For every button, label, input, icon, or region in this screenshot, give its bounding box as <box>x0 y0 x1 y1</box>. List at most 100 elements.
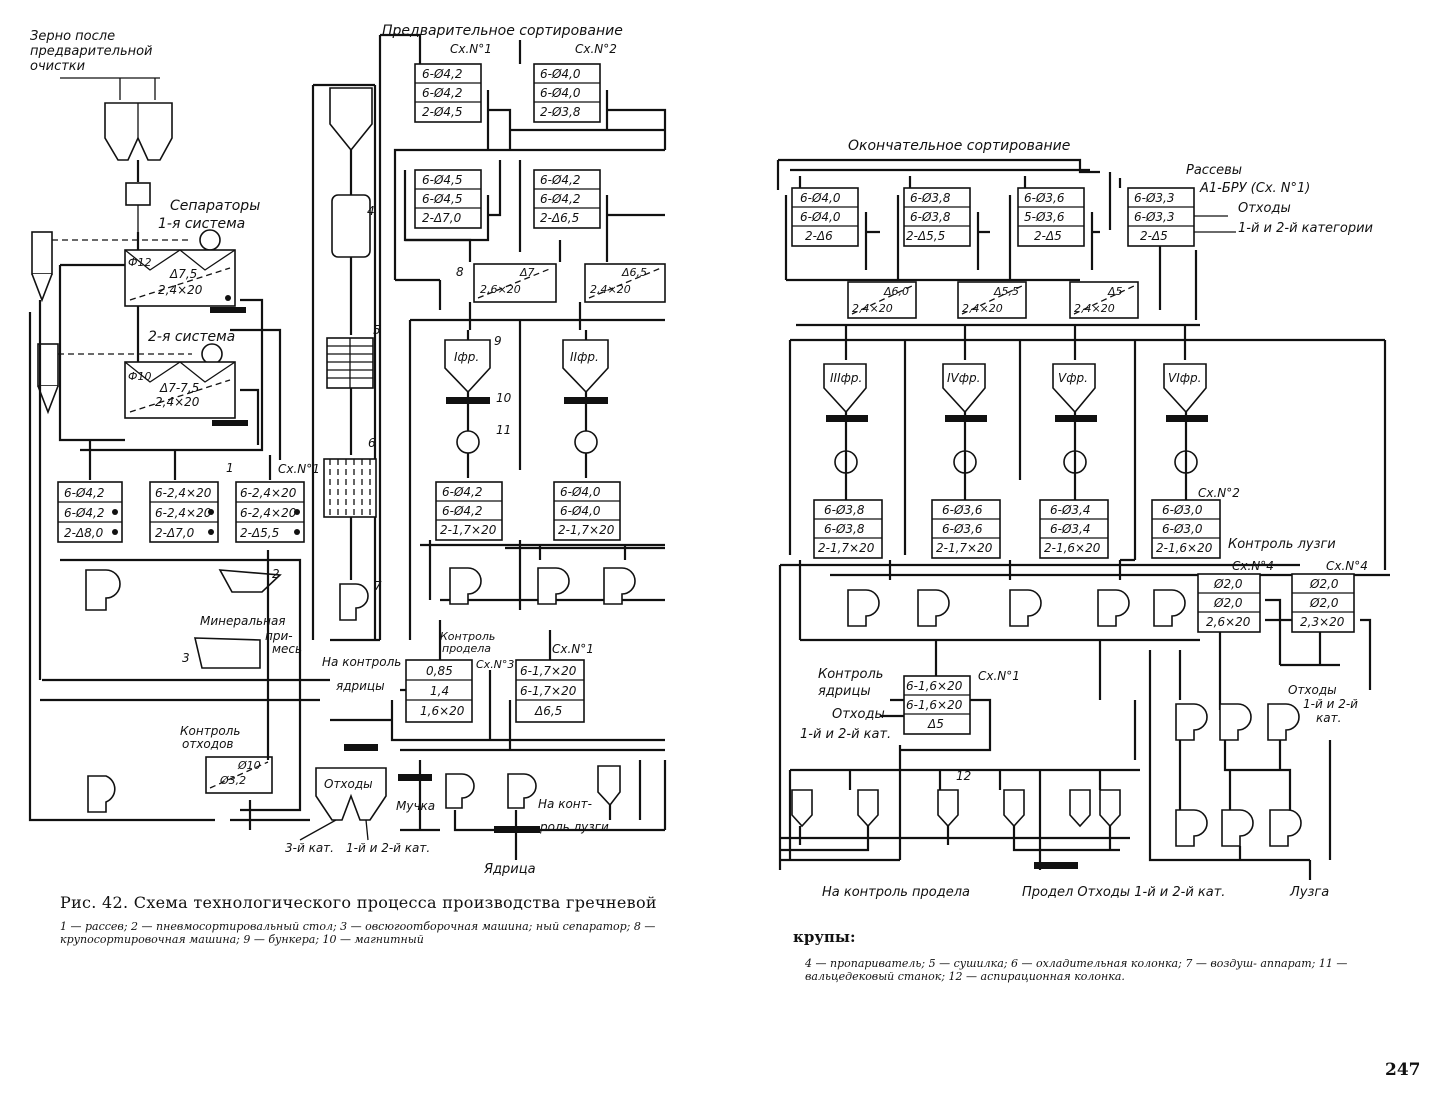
label-7: 7 <box>374 579 382 593</box>
svg-text:6-Ø4,2: 6-Ø4,2 <box>442 504 483 518</box>
svg-text:2-Δ7,0: 2-Δ7,0 <box>422 211 462 225</box>
fan-1-icon <box>199 229 221 251</box>
waste-out-2: 1-й и 2-й категории <box>1238 221 1373 236</box>
svg-text:6-Ø4,0: 6-Ø4,0 <box>540 86 581 100</box>
svg-text:Vфр.: Vфр. <box>1058 371 1088 385</box>
svg-text:2-1,6×20: 2-1,6×20 <box>1156 541 1213 555</box>
wild-oat-machine <box>193 637 261 669</box>
sifter-box-2: 6-2,4×20 6-2,4×20 2-Δ7,0 <box>149 481 219 543</box>
svg-text:6-Ø4,2: 6-Ø4,2 <box>540 192 581 206</box>
svg-text:2-1,7×20: 2-1,7×20 <box>818 541 875 555</box>
aspiration-column-left <box>597 765 621 807</box>
huller-1 <box>456 430 480 454</box>
asp-column-4 <box>1003 789 1025 828</box>
presort-title: Предварительное сортирование <box>382 23 623 39</box>
asp-column-2 <box>857 789 879 828</box>
out-right: Лузга <box>1289 885 1329 900</box>
waste-right-2: 1-й и 2-й <box>1303 697 1358 711</box>
svg-text:6-2,4×20: 6-2,4×20 <box>240 506 297 520</box>
right-scheme: Окончательное сортирование Рассевы А1-БР… <box>776 138 1390 900</box>
asp-column-6 <box>1099 789 1121 828</box>
steamer <box>331 194 371 258</box>
svg-text:2-Δ6,5: 2-Δ6,5 <box>540 211 579 225</box>
separators-label: Сепараторы <box>170 198 260 214</box>
waste-control-label-2: отходов <box>182 737 234 751</box>
page-number: 247 <box>1385 1060 1421 1080</box>
frac-sifter-4: 6-Ø3,6 6-Ø3,6 2-1,7×20 <box>931 499 1001 559</box>
svg-text:1,4: 1,4 <box>430 684 449 698</box>
figure-caption: Рис. 42. Схема технологического процесса… <box>60 893 657 912</box>
bin-fraction-3: IIIфр. <box>823 363 867 414</box>
sep2-phi: Ф10 <box>128 370 151 383</box>
svg-text:2-Δ5: 2-Δ5 <box>1140 229 1168 243</box>
presort-box-a: 6-Ø4,2 6-Ø4,2 2-Ø4,5 <box>414 63 482 123</box>
svg-text:6-Ø3,6: 6-Ø3,6 <box>1024 191 1065 205</box>
scale-unit <box>125 182 151 206</box>
fraction2-sifter: 6-Ø4,0 6-Ø4,0 2-1,7×20 <box>553 481 621 541</box>
system2-label: 2-я система <box>148 329 235 345</box>
svg-text:Δ6,5: Δ6,5 <box>621 266 647 279</box>
svg-text:VIфр.: VIфр. <box>1168 371 1201 385</box>
svg-text:0,85: 0,85 <box>426 664 453 678</box>
grader-8-left: Δ7 2,6×20 <box>473 263 557 303</box>
svg-text:1,6×20: 1,6×20 <box>420 704 465 718</box>
svg-text:Δ5: Δ5 <box>927 717 944 731</box>
svg-text:6-Ø3,4: 6-Ø3,4 <box>1050 503 1091 517</box>
svg-text:IIIфр.: IIIфр. <box>830 371 862 385</box>
svg-text:6-Ø4,2: 6-Ø4,2 <box>422 67 463 81</box>
svg-text:Ø2,0: Ø2,0 <box>1213 596 1243 610</box>
svg-text:6-Ø3,8: 6-Ø3,8 <box>824 522 865 536</box>
grain-input-label-1: Зерно после <box>30 29 115 44</box>
fan-2-icon <box>201 343 223 365</box>
svg-text:6-Ø4,0: 6-Ø4,0 <box>540 67 581 81</box>
kernel-control-sifter: 0,85 1,4 1,6×20 <box>405 659 473 723</box>
svg-text:6-Ø4,2: 6-Ø4,2 <box>64 506 105 520</box>
out-left: На контроль продела <box>822 885 970 900</box>
sifter-box-1: 6-Ø4,2 6-Ø4,2 2-Δ8,0 <box>57 481 123 543</box>
svg-text:2-Δ5: 2-Δ5 <box>1034 229 1062 243</box>
kernel-right-sifter: 6-1,7×20 6-1,7×20 Δ6,5 <box>515 659 585 723</box>
svg-text:6-Ø3,3: 6-Ø3,3 <box>1134 191 1175 205</box>
husk-control-1: На конт- <box>538 797 592 811</box>
sep2-size: 2,4×20 <box>155 395 200 409</box>
svg-text:2-1,7×20: 2-1,7×20 <box>440 523 497 537</box>
aspirator-d <box>445 773 475 809</box>
svg-text:2,4×20: 2,4×20 <box>590 283 631 296</box>
sep1-phi: Ф12 <box>128 256 151 269</box>
separator-system1 <box>124 249 236 307</box>
svg-text:6-Ø4,0: 6-Ø4,0 <box>800 210 841 224</box>
svg-text:2-Δ6: 2-Δ6 <box>805 229 833 243</box>
presort-box-c: 6-Ø4,5 6-Ø4,5 2-Δ7,0 <box>414 169 482 229</box>
svg-text:6-2,4×20: 6-2,4×20 <box>155 506 212 520</box>
kernel-scheme-right: Сх.N°1 <box>978 669 1020 683</box>
sifters-label-2: А1-БРУ (Сх. N°1) <box>1199 181 1310 196</box>
svg-text:2-Ø3,8: 2-Ø3,8 <box>540 105 581 119</box>
scheme2-right: Сх.N°2 <box>1198 486 1240 500</box>
label-10: 10 <box>496 391 512 405</box>
svg-text:2,4×20: 2,4×20 <box>1074 302 1115 315</box>
final-title: Окончательное сортирование <box>848 138 1070 154</box>
presort-box-d: 6-Ø4,2 6-Ø4,2 2-Δ6,5 <box>533 169 601 229</box>
aspirator-f <box>847 589 880 627</box>
waste-hopper-label: Отходы <box>324 777 373 791</box>
system1-label: 1-я система <box>158 216 245 232</box>
label-1: 1 <box>226 461 234 475</box>
kernel-control-r-2: ядрицы <box>818 684 871 699</box>
kernel-scheme: Сх.N°3 <box>476 658 514 671</box>
waste-cat-3: 3-й кат. <box>285 841 334 855</box>
asp-column-5 <box>1069 789 1091 828</box>
husk-sifter-1: Ø2,0 Ø2,0 2,6×20 <box>1197 573 1261 633</box>
waste-hopper <box>315 767 387 821</box>
svg-text:2-1,7×20: 2-1,7×20 <box>936 541 993 555</box>
svg-text:Ø2,0: Ø2,0 <box>1213 577 1243 591</box>
grain-input-label-2: предварительной <box>30 44 153 59</box>
frac-sifter-3: 6-Ø3,8 6-Ø3,8 2-1,7×20 <box>813 499 883 559</box>
frac-sifter-6: 6-Ø3,0 6-Ø3,0 2-1,6×20 <box>1151 499 1221 559</box>
svg-text:2-1,6×20: 2-1,6×20 <box>1044 541 1101 555</box>
magnet-1 <box>446 397 490 404</box>
to-kernel-control-2: ядрицы <box>336 679 385 693</box>
label-12: 12 <box>956 769 971 783</box>
sifters-label-1: Рассевы <box>1186 163 1242 178</box>
mineral-label-1: Минеральная <box>200 614 286 628</box>
steam-hopper <box>329 87 373 152</box>
